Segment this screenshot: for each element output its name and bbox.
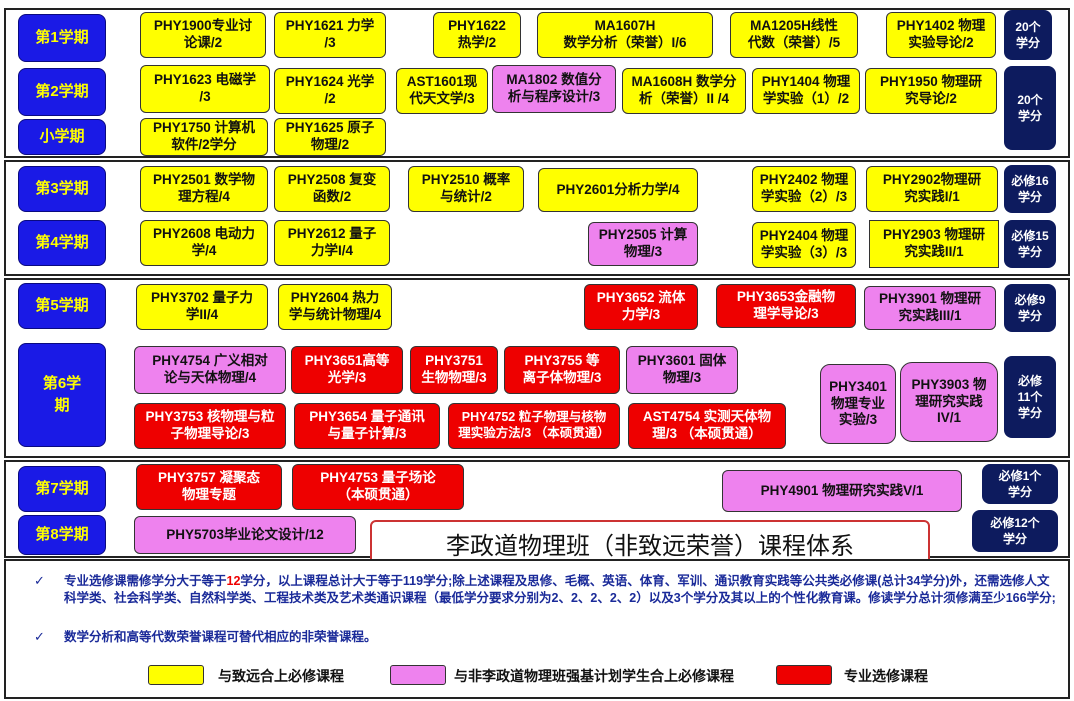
course-phy3601: PHY3601 固体 物理/3	[626, 346, 738, 394]
term-3: 第3学期	[18, 166, 106, 212]
course-phy4754: PHY4754 广义相对 论与天体物理/4	[134, 346, 286, 394]
legend-label-pink: 与非李政道物理班强基计划学生合上必修课程	[454, 668, 734, 684]
course-phy2402: PHY2402 物理 学实验（2）/3	[752, 166, 856, 212]
course-phy2505: PHY2505 计算 物理/3	[588, 222, 698, 266]
note-1-part-b: 学分，以上课程总计大于等于119学分;除上述课程及思修、毛概、英语、体育、军训、…	[64, 574, 1056, 605]
course-ma1608h: MA1608H 数学分 析（荣誉）II /4	[622, 68, 746, 114]
course-phy1404: PHY1404 物理 学实验（1）/2	[752, 68, 860, 114]
notes-panel: ✓ 专业选修课需修学分大于等于12学分，以上课程总计大于等于119学分;除上述课…	[4, 559, 1070, 699]
credit-term-6: 必修 11个 学分	[1004, 356, 1056, 438]
course-ast4754: AST4754 实测天体物 理/3 （本硕贯通）	[628, 403, 786, 449]
course-phy3757: PHY3757 凝聚态 物理专题	[136, 464, 282, 510]
course-phy5703: PHY5703毕业论文设计/12	[134, 516, 356, 554]
course-phy1622: PHY1622 热学/2	[433, 12, 521, 58]
course-ma1205h: MA1205H线性 代数（荣誉）/5	[730, 12, 858, 58]
term-2: 第2学期	[18, 68, 106, 116]
course-phy1950: PHY1950 物理研 究导论/2	[865, 68, 997, 114]
credit-term-7: 必修1个 学分	[982, 464, 1058, 504]
course-ast1601: AST1601现 代天文学/3	[396, 68, 488, 114]
course-phy4901: PHY4901 物理研究实践V/1	[722, 470, 962, 512]
course-phy2903: PHY2903 物理研 究实践II/1	[869, 220, 999, 268]
course-phy3901: PHY3901 物理研 究实践III/1	[864, 286, 996, 330]
course-ma1607h: MA1607H 数学分析（荣誉）I/6	[537, 12, 713, 58]
course-phy2501: PHY2501 数学物 理方程/4	[140, 166, 268, 212]
diagram-title: 李政道物理班（非致远荣誉）课程体系	[370, 520, 930, 566]
course-phy2608: PHY2608 电动力 学/4	[140, 220, 268, 266]
check-icon: ✓	[34, 629, 45, 644]
credit-term-1: 20个 学分	[1004, 10, 1052, 60]
course-phy4753: PHY4753 量子场论 （本硕贯通）	[292, 464, 464, 510]
course-phy1750: PHY1750 计算机 软件/2学分	[140, 118, 268, 156]
credit-term-5: 必修9 学分	[1004, 284, 1056, 332]
credit-term-3: 必修16 学分	[1004, 165, 1056, 213]
course-phy2404: PHY2404 物理 学实验（3）/3	[752, 222, 856, 268]
check-icon: ✓	[34, 573, 45, 588]
course-phy1900: PHY1900专业讨 论课/2	[140, 12, 266, 58]
course-phy1624: PHY1624 光学 /2	[274, 68, 386, 114]
note-1: 专业选修课需修学分大于等于12学分，以上课程总计大于等于119学分;除上述课程及…	[64, 573, 1058, 607]
term-4: 第4学期	[18, 220, 106, 266]
credit-term-4: 必修15 学分	[1004, 220, 1056, 268]
course-phy3755: PHY3755 等 离子体物理/3	[504, 346, 620, 394]
course-phy2604: PHY2604 热力 学与统计物理/4	[278, 284, 392, 330]
note-1-part-a: 专业选修课需修学分大于等于	[64, 574, 227, 588]
legend-swatch-red	[776, 665, 832, 685]
course-phy2508: PHY2508 复变 函数/2	[274, 166, 390, 212]
course-phy3903: PHY3903 物 理研究实践 IV/1	[900, 362, 998, 442]
course-phy1621: PHY1621 力学 /3	[274, 12, 386, 58]
credit-term-2: 20个 学分	[1004, 66, 1056, 150]
term-6-line2: 期	[54, 397, 70, 414]
course-phy3401: PHY3401 物理专业 实验/3	[820, 364, 896, 444]
term-7: 第7学期	[18, 466, 106, 512]
course-phy1402: PHY1402 物理 实验导论/2	[886, 12, 996, 58]
course-phy3753: PHY3753 核物理与粒 子物理导论/3	[134, 403, 286, 449]
legend-label-red: 专业选修课程	[844, 668, 928, 684]
term-1: 第1学期	[18, 14, 106, 62]
legend-label-yellow: 与致远合上必修课程	[218, 668, 344, 684]
course-phy3702: PHY3702 量子力 学II/4	[136, 284, 268, 330]
course-phy3653: PHY3653金融物 理学导论/3	[716, 284, 856, 328]
term-6-line1: 第6学	[42, 374, 82, 392]
course-phy2902: PHY2902物理研 究实践I/1	[866, 166, 998, 212]
note-2: 数学分析和高等代数荣誉课程可替代相应的非荣誉课程。	[64, 630, 377, 644]
note-1-number: 12	[226, 574, 241, 588]
course-phy4752: PHY4752 粒子物理与核物 理实验方法/3 （本硕贯通）	[448, 403, 620, 449]
term-6: 第6学 期	[18, 343, 106, 447]
course-phy2612: PHY2612 量子 力学I/4	[274, 220, 390, 266]
course-phy2510: PHY2510 概率 与统计/2	[408, 166, 524, 212]
course-phy2601: PHY2601分析力学/4	[538, 168, 698, 212]
course-phy3751: PHY3751 生物物理/3	[410, 346, 498, 394]
term-5: 第5学期	[18, 283, 106, 329]
course-phy3651: PHY3651高等 光学/3	[291, 346, 403, 394]
term-small: 小学期	[18, 119, 106, 155]
credit-term-8: 必修12个 学分	[972, 510, 1058, 552]
term-8: 第8学期	[18, 515, 106, 555]
course-phy1625: PHY1625 原子 物理/2	[274, 118, 386, 156]
course-ma1802: MA1802 数值分 析与程序设计/3	[492, 65, 616, 113]
course-phy3652: PHY3652 流体 力学/3	[584, 284, 698, 330]
course-phy3654: PHY3654 量子通讯 与量子计算/3	[294, 403, 440, 449]
legend-swatch-pink	[390, 665, 446, 685]
course-phy1623: PHY1623 电磁学 /3	[140, 65, 270, 113]
legend-swatch-yellow	[148, 665, 204, 685]
